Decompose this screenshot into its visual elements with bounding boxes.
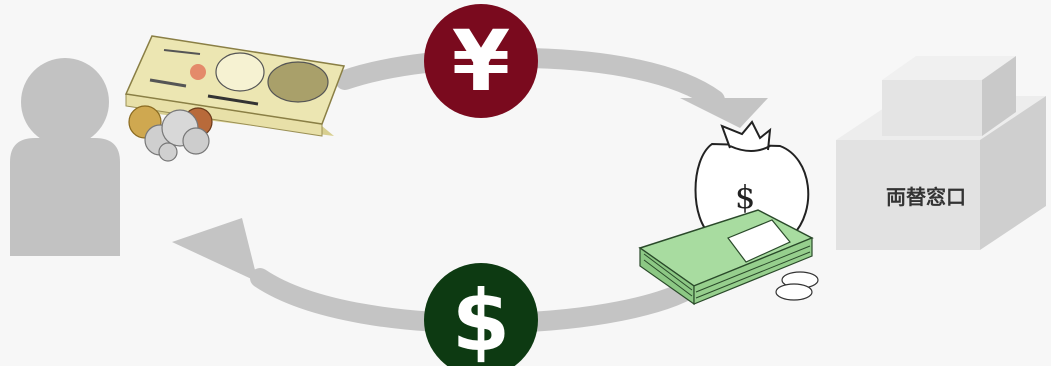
customer-person-icon	[10, 58, 120, 256]
svg-text:$: $	[735, 178, 755, 216]
coins-icon	[128, 105, 213, 162]
top-cycle-arrow	[335, 47, 768, 128]
yen-badge-circle	[424, 4, 538, 118]
dollar-badge-circle	[424, 263, 538, 366]
yen-banknotes-icon	[124, 35, 346, 137]
exchange-counter: 両替窓口	[836, 56, 1046, 250]
dollar-symbol: $	[452, 272, 510, 366]
dollar-money-bag-icon: $	[694, 120, 810, 237]
yen-symbol: ¥	[452, 12, 510, 110]
dollar-badge: $	[424, 263, 538, 366]
yen-badge: ¥	[424, 4, 538, 118]
dollar-banknotes-icon	[638, 209, 819, 306]
counter-label: 両替窓口	[886, 185, 966, 209]
